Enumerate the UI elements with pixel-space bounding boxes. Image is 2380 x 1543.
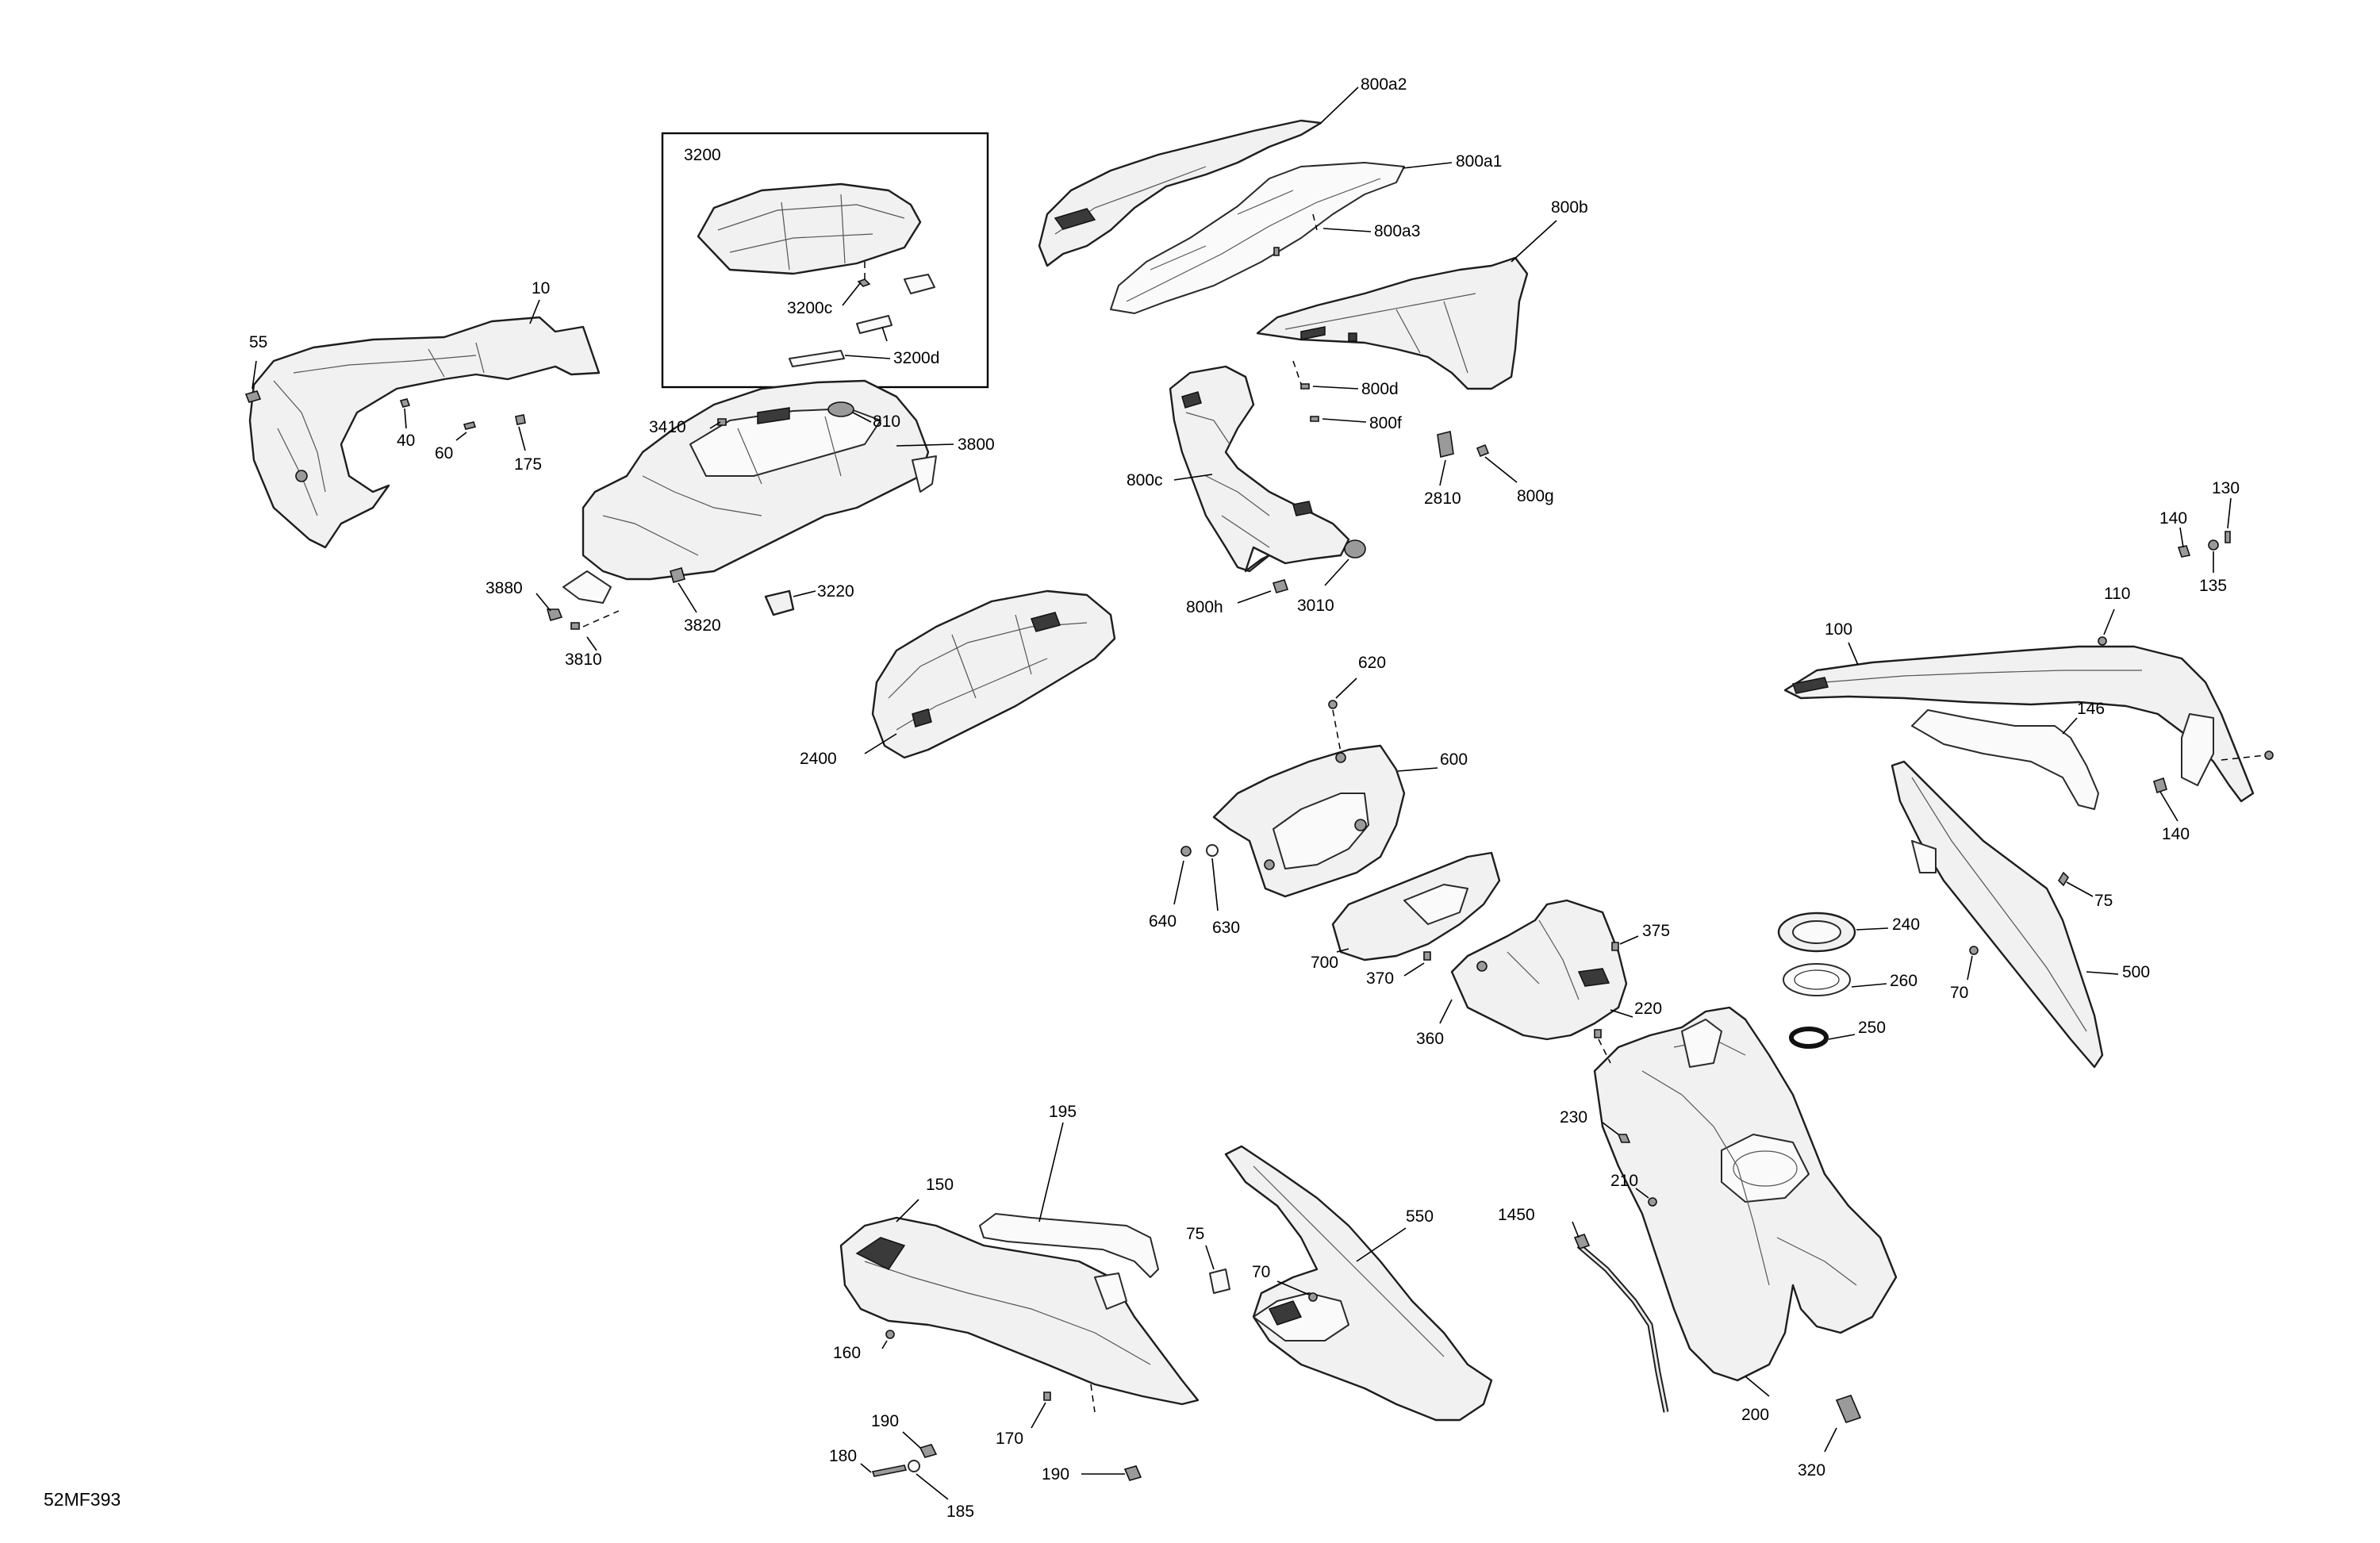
callout-800c: 800c — [1127, 471, 1163, 489]
part-800a1-side-panel — [1110, 162, 1405, 314]
callout-3220: 3220 — [817, 582, 854, 601]
part-250-o-ring — [1789, 1027, 1829, 1049]
callout-800d: 800d — [1361, 380, 1399, 398]
callout-185: 185 — [946, 1503, 974, 1521]
callout-10: 10 — [532, 279, 550, 297]
callout-800h: 800h — [1186, 598, 1223, 616]
callout-800a1: 800a1 — [1456, 152, 1502, 171]
callout-3200c: 3200c — [787, 299, 832, 317]
part-3200-latch — [904, 274, 935, 294]
callout-240: 240 — [1892, 915, 1920, 934]
callout-60: 60 — [435, 444, 453, 463]
callout-260: 260 — [1890, 972, 1917, 990]
callout-3800: 3800 — [958, 436, 995, 454]
part-700-panel — [1331, 851, 1501, 961]
callout-2400: 2400 — [800, 750, 837, 768]
callout-800a3: 800a3 — [1374, 222, 1420, 240]
callout-550: 550 — [1406, 1207, 1434, 1226]
callout-640: 640 — [1149, 912, 1177, 931]
inset-label: 3200 — [684, 146, 721, 164]
callout-160: 160 — [833, 1344, 861, 1362]
callout-195: 195 — [1049, 1103, 1077, 1121]
callout-800a2: 800a2 — [1361, 75, 1407, 94]
callout-360: 360 — [1416, 1030, 1444, 1048]
callout-220: 220 — [1634, 1000, 1662, 1018]
part-3200-seat-cushion — [697, 182, 922, 275]
callout-500: 500 — [2122, 963, 2150, 981]
callout-2810: 2810 — [1424, 489, 1461, 508]
callout-600: 600 — [1440, 750, 1468, 769]
part-360-console — [1450, 899, 1628, 1041]
part-195-trim — [979, 1213, 1159, 1278]
part-146-trim — [1911, 709, 2099, 810]
callout-800b: 800b — [1551, 198, 1588, 217]
part-800c-side-panel — [1169, 365, 1350, 573]
part-240-cap-ring — [1777, 912, 1856, 953]
part-800b-side-panel — [1256, 256, 1529, 390]
callout-3010: 3010 — [1297, 597, 1334, 615]
part-150-side-panel — [839, 1216, 1200, 1406]
callout-140a: 140 — [2159, 509, 2187, 528]
callout-3820: 3820 — [684, 616, 721, 635]
callout-800f: 800f — [1369, 414, 1402, 432]
callout-130: 130 — [2212, 479, 2240, 497]
callout-70b: 70 — [1252, 1263, 1270, 1281]
reference-code: 52MF393 — [44, 1489, 121, 1510]
callout-375: 375 — [1642, 922, 1670, 940]
callout-3200d: 3200d — [893, 349, 939, 367]
callout-75a: 75 — [2094, 892, 2113, 910]
part-1450-cable — [1573, 1234, 1669, 1413]
callout-810: 810 — [873, 413, 900, 431]
callout-175: 175 — [514, 455, 542, 474]
callout-210: 210 — [1610, 1172, 1638, 1190]
callout-3410: 3410 — [649, 418, 686, 436]
callout-630: 630 — [1212, 919, 1240, 937]
callout-146: 146 — [2077, 700, 2105, 718]
part-2400-instrument-cluster — [871, 589, 1116, 759]
callout-75b: 75 — [1186, 1225, 1204, 1243]
callout-250: 250 — [1858, 1019, 1886, 1037]
inset-3200: 3200 3200c 3200d — [661, 132, 989, 389]
part-550-side-panel — [1224, 1145, 1493, 1422]
callout-370: 370 — [1366, 969, 1394, 988]
part-600-bracket — [1212, 744, 1406, 898]
part-10-front-fender — [244, 316, 601, 549]
callout-620: 620 — [1358, 654, 1386, 672]
part-3800-front-frame — [562, 379, 937, 604]
callout-700: 700 — [1311, 954, 1338, 972]
callout-230: 230 — [1560, 1108, 1587, 1127]
callout-40: 40 — [397, 432, 415, 450]
callout-3810: 3810 — [565, 651, 602, 669]
part-800a2-side-trim — [1038, 119, 1322, 267]
callout-135: 135 — [2199, 577, 2227, 595]
callout-190b: 190 — [1042, 1465, 1069, 1484]
part-260-gasket — [1783, 963, 1851, 996]
callout-1450: 1450 — [1498, 1206, 1535, 1224]
callout-170: 170 — [996, 1430, 1023, 1448]
callout-200: 200 — [1741, 1406, 1769, 1424]
callout-140b: 140 — [2162, 825, 2190, 843]
callout-70a: 70 — [1950, 984, 1968, 1002]
callout-100: 100 — [1825, 620, 1852, 639]
part-200-main-body — [1593, 1006, 1898, 1382]
callout-320: 320 — [1798, 1461, 1825, 1480]
callout-55: 55 — [249, 333, 267, 351]
callout-800g: 800g — [1517, 487, 1554, 505]
callout-180: 180 — [829, 1447, 857, 1465]
callout-3880: 3880 — [486, 579, 523, 597]
part-500-side-panel — [1891, 760, 2104, 1069]
callout-190a: 190 — [871, 1412, 899, 1430]
callout-110: 110 — [2104, 585, 2130, 603]
part-100-rear-panel — [1783, 645, 2255, 803]
callout-150: 150 — [926, 1176, 954, 1194]
